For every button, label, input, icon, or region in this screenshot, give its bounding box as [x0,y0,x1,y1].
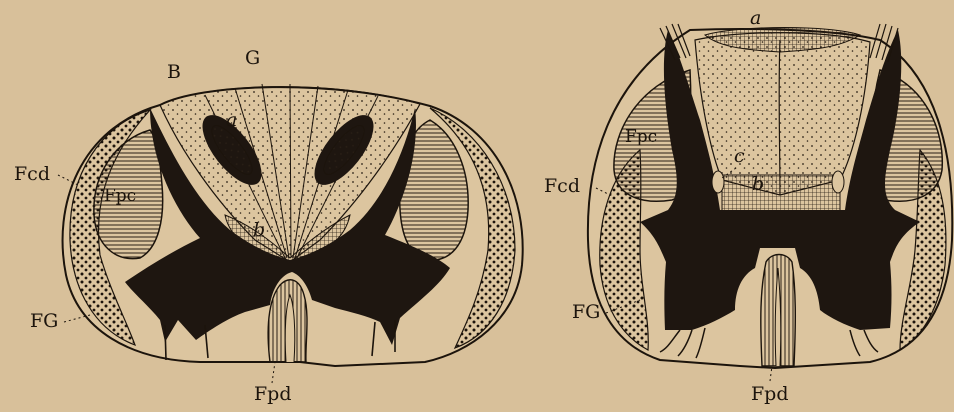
right-marker-c-left [712,171,724,193]
label-c-right: c [734,145,745,167]
right-dorsal-column [695,33,870,195]
label-FG-left: FG [30,310,58,332]
label-Fcd-left: Fcd [14,163,50,185]
label-Fcd-right: Fcd [544,175,580,197]
label-Fpc-left: Fpc [104,186,136,206]
label-a-right: a [750,7,761,29]
label-G: G [245,47,260,69]
label-a-left: a [226,109,237,131]
label-Fpd-left: Fpd [254,383,292,405]
left-cord-section: B G a b Fcd Fpc FG Fpd [14,47,523,405]
label-B: B [167,61,181,83]
label-FG-right: FG [572,301,600,323]
right-marker-c-right [832,171,844,193]
label-b-right: b [752,173,764,195]
label-Fpd-right: Fpd [751,383,789,405]
right-cord-section: a Fpc Fcd c b FG Fpd [544,7,952,405]
right-area-b [722,175,840,212]
label-b-left: b [253,219,265,241]
label-Fpc-right: Fpc [625,127,657,147]
